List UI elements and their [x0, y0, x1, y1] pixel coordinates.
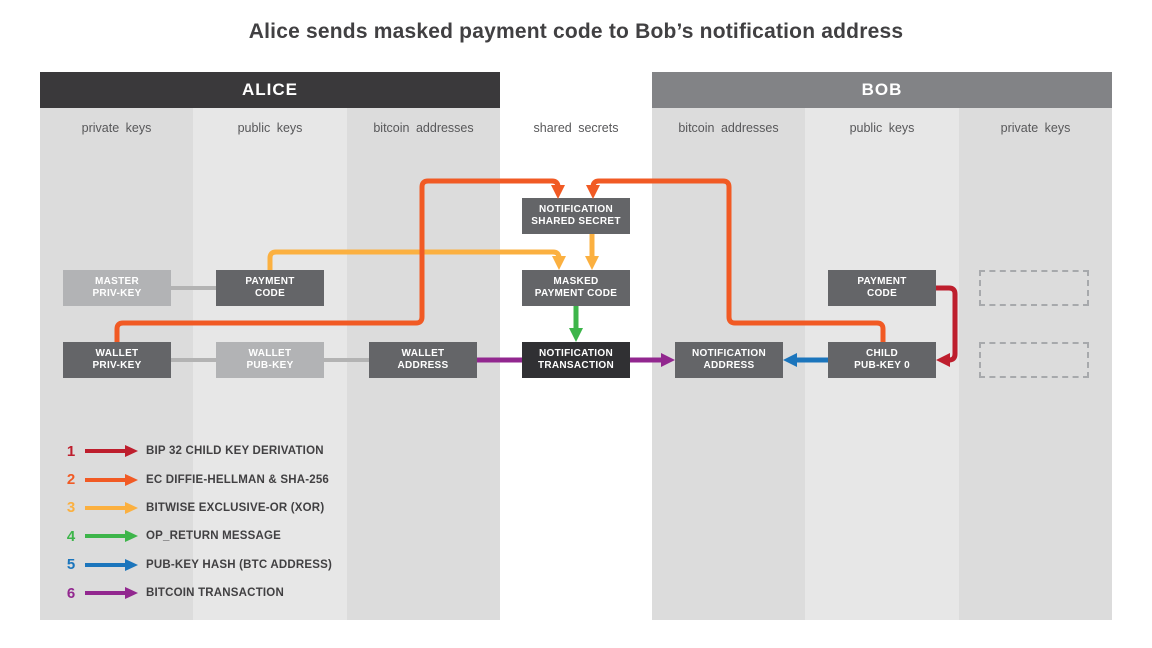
diagram-title: Alice sends masked payment code to Bob’s… — [248, 20, 904, 43]
bob-private-keys-column — [959, 108, 1112, 620]
wallet-address-node: WALLET ADDRESS — [369, 342, 477, 378]
legend-number: 5 — [66, 556, 76, 574]
column-label-bob-bitcoin-addresses: bitcoin addresses — [678, 121, 779, 135]
column-label-alice-bitcoin-addresses: bitcoin addresses — [373, 121, 474, 135]
alice-payment-code-node: PAYMENT CODE — [216, 270, 324, 306]
legend-green-arrow-icon — [85, 530, 138, 543]
legend-label: OP_RETURN MESSAGE — [146, 530, 282, 543]
legend-item-bip32: 1 BIP 32 CHILD KEY DERIVATION — [62, 437, 332, 465]
notification-transaction-node: NOTIFICATION TRANSACTION — [522, 342, 630, 378]
legend-item-bitcoin-transaction: 6 BITCOIN TRANSACTION — [62, 579, 332, 607]
master-priv-key-node: MASTER PRIV-KEY — [63, 270, 171, 306]
column-label-alice-private-keys: private keys — [81, 121, 152, 135]
legend-number: 1 — [66, 442, 76, 460]
legend-blue-arrow-icon — [85, 558, 138, 571]
legend-label: BITWISE EXCLUSIVE-OR (XOR) — [146, 501, 325, 514]
legend-yellow-arrow-icon — [85, 501, 138, 514]
legend-label: BITCOIN TRANSACTION — [146, 587, 284, 600]
column-label-alice-public-keys: public keys — [237, 121, 303, 135]
legend-purple-arrow-icon — [85, 587, 138, 600]
legend-number: 2 — [66, 471, 76, 489]
bob-priv-key-placeholder-box-1 — [979, 270, 1089, 306]
bob-priv-key-placeholder-box-2 — [979, 342, 1089, 378]
legend-label: BIP 32 CHILD KEY DERIVATION — [146, 445, 324, 458]
bob-payment-code-node: PAYMENT CODE — [828, 270, 936, 306]
legend-item-xor: 3 BITWISE EXCLUSIVE-OR (XOR) — [62, 494, 332, 522]
column-label-bob-public-keys: public keys — [849, 121, 915, 135]
wallet-pub-key-node: WALLET PUB-KEY — [216, 342, 324, 378]
legend-orange-arrow-icon — [85, 473, 138, 486]
notification-shared-secret-node: NOTIFICATION SHARED SECRET — [522, 198, 630, 234]
column-label-shared-secrets: shared secrets — [533, 121, 619, 135]
legend-number: 6 — [66, 584, 76, 602]
legend-item-ecdh: 2 EC DIFFIE-HELLMAN & SHA-256 — [62, 465, 332, 493]
masked-payment-code-node: MASKED PAYMENT CODE — [522, 270, 630, 306]
legend: 1 BIP 32 CHILD KEY DERIVATION 2 EC DIFFI… — [62, 437, 332, 607]
legend-item-opreturn: 4 OP_RETURN MESSAGE — [62, 522, 332, 550]
bob-panel-header: BOB — [652, 72, 1112, 108]
wallet-priv-key-node: WALLET PRIV-KEY — [63, 342, 171, 378]
legend-item-pubkey-hash: 5 PUB-KEY HASH (BTC ADDRESS) — [62, 551, 332, 579]
column-label-bob-private-keys: private keys — [1000, 121, 1071, 135]
child-pub-key-0-node: CHILD PUB-KEY 0 — [828, 342, 936, 378]
legend-number: 3 — [66, 499, 76, 517]
legend-label: EC DIFFIE-HELLMAN & SHA-256 — [146, 473, 330, 486]
legend-red-arrow-icon — [85, 445, 138, 458]
legend-number: 4 — [66, 527, 76, 545]
notification-address-node: NOTIFICATION ADDRESS — [675, 342, 783, 378]
alice-panel-header: ALICE — [40, 72, 500, 108]
legend-label: PUB-KEY HASH (BTC ADDRESS) — [146, 558, 333, 571]
